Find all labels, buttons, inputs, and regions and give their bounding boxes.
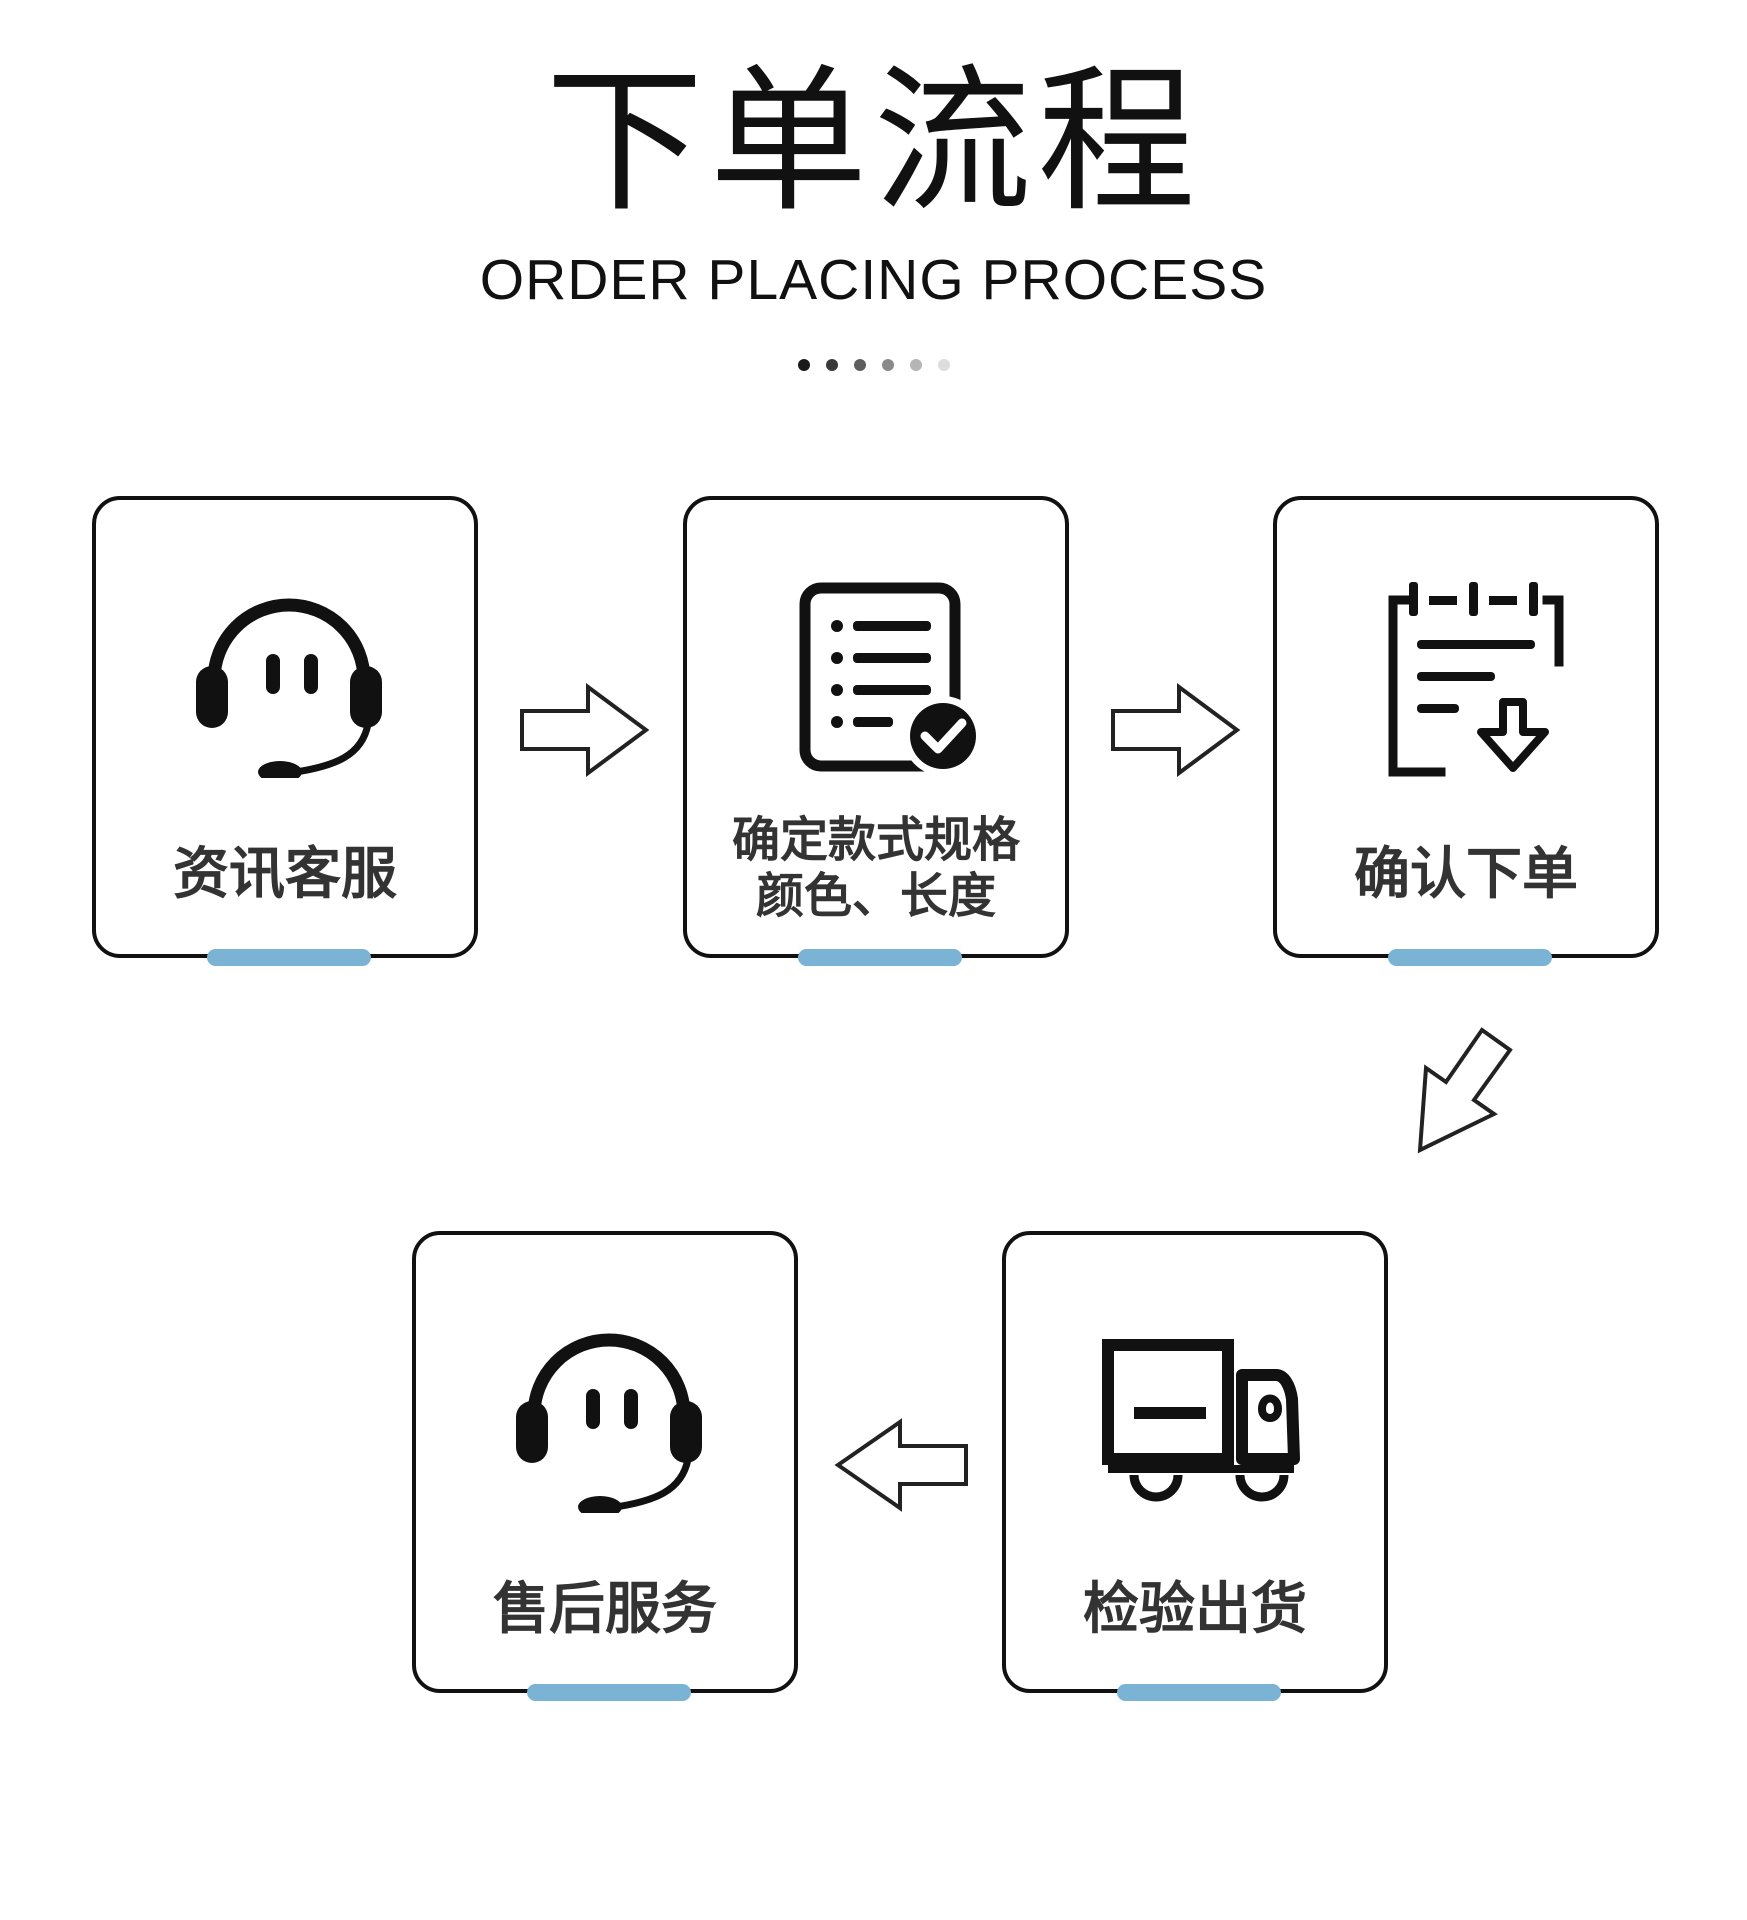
- step-label: 确定款式规格 颜色、长度: [687, 812, 1065, 924]
- accent-bar: [207, 949, 371, 966]
- step-card-spec: 确定款式规格 颜色、长度: [683, 496, 1069, 966]
- arrow-down-left-icon: [1417, 1027, 1513, 1154]
- step-card-confirm: 确认下单: [1273, 496, 1659, 966]
- checklist-icon: [799, 582, 983, 776]
- arrow-right-icon: [1111, 683, 1241, 777]
- accent-bar: [798, 949, 962, 966]
- step-label-line: 检验出货: [1083, 1577, 1307, 1642]
- divider-dot: [797, 359, 810, 371]
- divider-dot: [825, 359, 838, 371]
- page-subtitle: ORDER PLACING PROCESS: [479, 248, 1268, 312]
- step-label-line: 确认下单: [1354, 842, 1578, 907]
- truck-icon: [1102, 1339, 1300, 1502]
- divider-dot: [909, 359, 922, 371]
- step-label: 确认下单: [1277, 840, 1655, 910]
- step-card-ship: 检验出货: [1002, 1231, 1388, 1701]
- divider-dot: [881, 359, 894, 371]
- step-label-line: 颜色、长度: [755, 868, 996, 924]
- step-label: 检验出货: [1006, 1575, 1384, 1645]
- headset-icon: [196, 598, 382, 778]
- dot-divider: [0, 359, 1747, 371]
- step-label: 售后服务: [416, 1575, 794, 1645]
- accent-bar: [527, 1684, 691, 1701]
- step-label-line: 售后服务: [493, 1577, 717, 1642]
- page-title: 下单流程: [545, 50, 1202, 234]
- accent-bar: [1388, 949, 1552, 966]
- step-card-aftersale: 售后服务: [412, 1231, 798, 1701]
- accent-bar: [1117, 1684, 1281, 1701]
- divider-dot: [937, 359, 950, 371]
- clipboard-download-icon: [1388, 582, 1564, 777]
- headset-icon: [516, 1333, 702, 1513]
- arrow-right-icon: [520, 683, 650, 777]
- divider-dot: [853, 359, 866, 371]
- step-label: 资讯客服: [96, 840, 474, 910]
- step-label-line: 确定款式规格: [731, 812, 1020, 868]
- step-label-line: 资讯客服: [173, 842, 397, 907]
- step-card-consult: 资讯客服: [92, 496, 478, 966]
- arrow-left-icon: [834, 1418, 968, 1512]
